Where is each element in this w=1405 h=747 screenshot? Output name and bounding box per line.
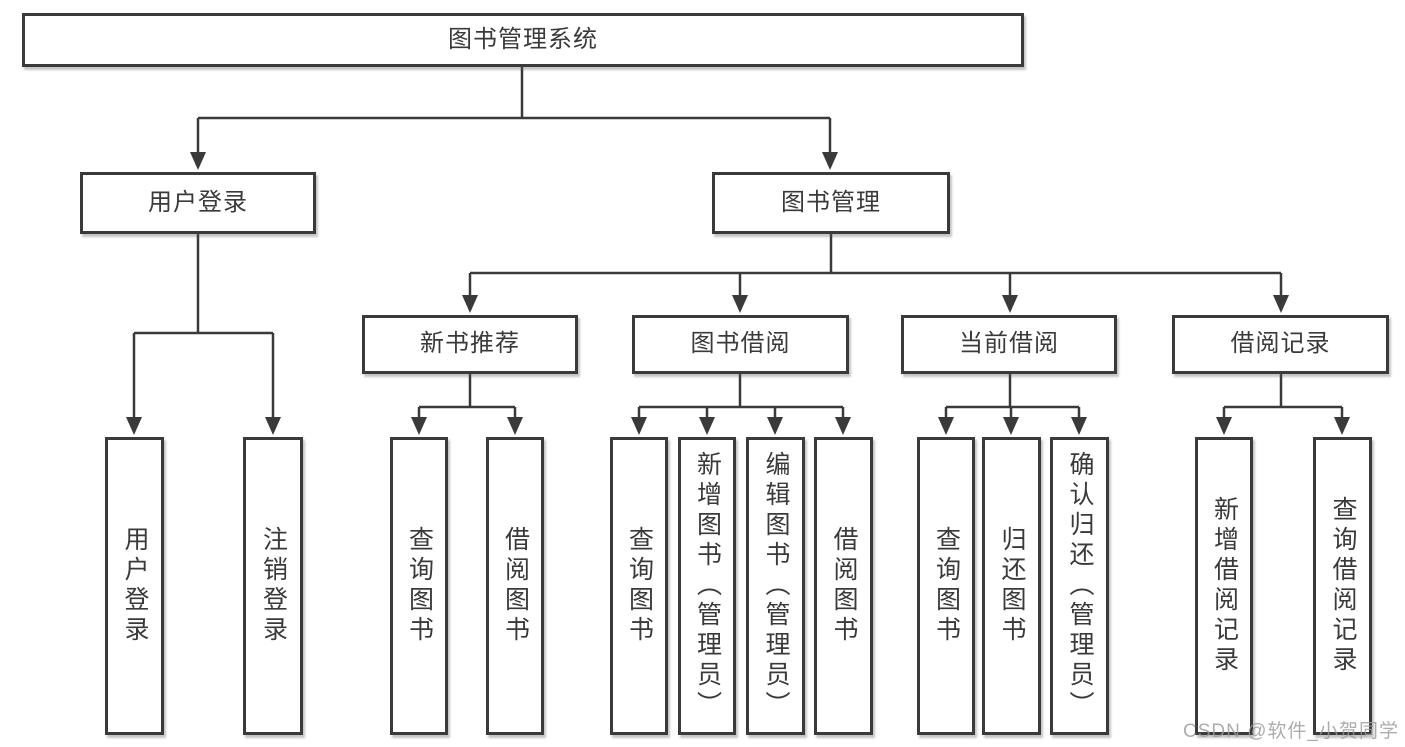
leaf-query-borrow-record: 查询借阅记录 — [1313, 437, 1372, 735]
leaf-return-book: 归还图书 — [982, 437, 1041, 735]
connector-book-management — [462, 234, 1289, 313]
connector-user-login — [126, 234, 281, 435]
connector-current-borrow — [938, 374, 1087, 435]
leaf-recommend-query-book: 查询图书 — [390, 437, 448, 735]
leaf-edit-book-admin: 编辑图书（管理员） — [746, 437, 805, 735]
node-root: 图书管理系统 — [22, 13, 1024, 67]
connector-book-borrow — [631, 374, 851, 435]
leaf-borrow-query-book: 查询图书 — [610, 437, 668, 735]
node-book-borrow: 图书借阅 — [632, 315, 849, 374]
leaf-user-login: 用户登录 — [105, 437, 164, 735]
node-book-management: 图书管理 — [712, 172, 950, 234]
leaf-recommend-borrow-book: 借阅图书 — [486, 437, 544, 735]
leaf-add-borrow-record: 新增借阅记录 — [1195, 437, 1253, 735]
connector-root — [190, 67, 838, 170]
leaf-logout: 注销登录 — [243, 437, 303, 735]
node-user-login: 用户登录 — [80, 172, 316, 234]
leaf-borrow-book: 借阅图书 — [814, 437, 873, 735]
watermark: CSDN @软件_小贺同学 — [1183, 721, 1399, 742]
leaf-add-book-admin: 新增图书（管理员） — [678, 437, 736, 735]
node-current-borrow: 当前借阅 — [901, 315, 1117, 374]
node-borrow-records: 借阅记录 — [1172, 315, 1389, 374]
leaf-confirm-return-admin: 确认归还（管理员） — [1050, 437, 1109, 735]
node-new-book-recommend: 新书推荐 — [362, 315, 578, 374]
connector-borrow-records — [1216, 374, 1350, 435]
leaf-current-query-book: 查询图书 — [917, 437, 975, 735]
connector-new-book-recommend — [411, 374, 523, 435]
